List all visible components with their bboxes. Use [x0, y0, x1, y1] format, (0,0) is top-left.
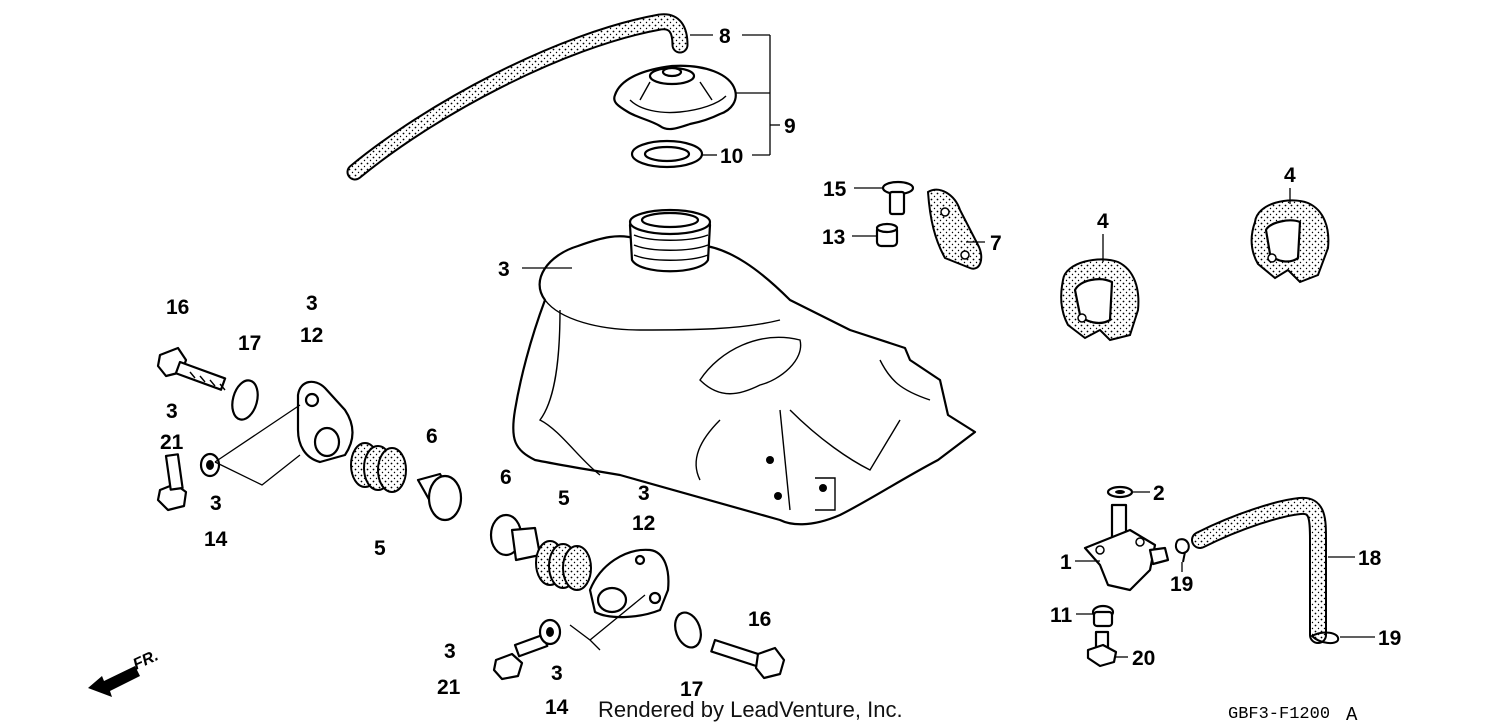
front-direction-arrow: FR.: [88, 647, 161, 697]
cap-gasket[interactable]: [630, 139, 704, 169]
callout-6-lower: 6: [500, 466, 512, 489]
callout-2: 2: [1153, 482, 1165, 505]
bolt-21-lower[interactable]: [492, 633, 549, 681]
callout-labels: 8 9 10 3 15 13 7 4 4 16 17 3 12 3 21 3 1…: [160, 25, 1401, 719]
collar-6-left[interactable]: [416, 472, 463, 522]
callout-1: 1: [1060, 551, 1072, 574]
callout-21-left: 21: [160, 431, 184, 454]
screw-20[interactable]: [1086, 630, 1118, 668]
callout-14-lower: 14: [545, 696, 569, 719]
callout-17-lower: 17: [680, 678, 703, 701]
grommet-5-left[interactable]: [350, 442, 407, 493]
callout-16-lower: 16: [748, 608, 771, 631]
callout-3-left-mid: 3: [166, 400, 178, 423]
collar[interactable]: [875, 222, 899, 248]
callout-15: 15: [823, 178, 847, 201]
callout-21-lower: 21: [437, 676, 461, 699]
callout-17-left: 17: [238, 332, 261, 355]
callout-5-left: 5: [374, 537, 386, 560]
callout-12-lower: 12: [632, 512, 655, 535]
diagram-revision: A: [1346, 704, 1358, 726]
bracket-12-left[interactable]: [296, 380, 354, 464]
callout-3-left-bottom: 3: [210, 492, 222, 515]
assembly-bracket-left: [214, 404, 301, 486]
callout-6-left: 6: [426, 425, 438, 448]
fuel-tank[interactable]: [512, 208, 977, 526]
fuel-valve[interactable]: [1083, 503, 1170, 592]
callout-20: 20: [1132, 647, 1155, 670]
tank-rubber-mount-b[interactable]: [1250, 199, 1330, 284]
bracket-12-lower[interactable]: [588, 548, 670, 619]
small-bolt[interactable]: [881, 180, 915, 216]
callout-4-a: 4: [1097, 210, 1109, 233]
callout-3-lower-top: 3: [638, 482, 650, 505]
tank-bracket[interactable]: [926, 188, 983, 270]
washer-2[interactable]: [1106, 485, 1134, 499]
breather-tube[interactable]: [346, 13, 689, 181]
clip-19-upper[interactable]: [1174, 538, 1190, 563]
callout-11: 11: [1050, 604, 1073, 627]
collar-6-lower[interactable]: [489, 513, 542, 562]
callout-5-lower: 5: [558, 487, 570, 510]
callout-16-left: 16: [166, 296, 189, 319]
callout-3-lower-mid: 3: [551, 662, 563, 685]
front-label: FR.: [131, 647, 162, 673]
drain-plug-11[interactable]: [1091, 604, 1115, 628]
grommet-5-lower[interactable]: [535, 540, 592, 591]
washer-14-left[interactable]: [199, 452, 221, 478]
callout-8: 8: [719, 25, 731, 48]
callout-14-left: 14: [204, 528, 228, 551]
leader-lines: [522, 34, 1375, 658]
callout-19-upper: 19: [1170, 573, 1193, 596]
diagram-code: GBF3-F1200: [1228, 705, 1330, 724]
callout-7: 7: [990, 232, 1002, 255]
bolt-16-left[interactable]: [156, 346, 227, 391]
callout-12-left: 12: [300, 324, 323, 347]
bolt-16-lower[interactable]: [710, 638, 786, 680]
callout-19-lower: 19: [1378, 627, 1401, 650]
tank-rubber-mount-a[interactable]: [1060, 258, 1140, 342]
callout-9: 9: [784, 115, 796, 138]
fuel-hose-18[interactable]: [1191, 496, 1327, 644]
assembly-bracket-lower: [569, 594, 646, 651]
fuel-cap[interactable]: [613, 64, 737, 131]
bolt-21-left[interactable]: [156, 453, 188, 512]
washer-17-lower[interactable]: [671, 609, 706, 651]
callout-13: 13: [822, 226, 845, 249]
callout-18: 18: [1358, 547, 1382, 570]
clip-19-lower[interactable]: [1310, 631, 1340, 645]
callout-3-lower-left: 3: [444, 640, 456, 663]
callout-4-b: 4: [1284, 164, 1296, 187]
callout-10: 10: [720, 145, 743, 168]
washer-17-left[interactable]: [228, 378, 262, 423]
washer-14-lower[interactable]: [538, 618, 562, 646]
callout-3-left-top: 3: [306, 292, 318, 315]
render-credit: Rendered by LeadVenture, Inc.: [598, 697, 903, 722]
callout-3-tank: 3: [498, 258, 510, 281]
